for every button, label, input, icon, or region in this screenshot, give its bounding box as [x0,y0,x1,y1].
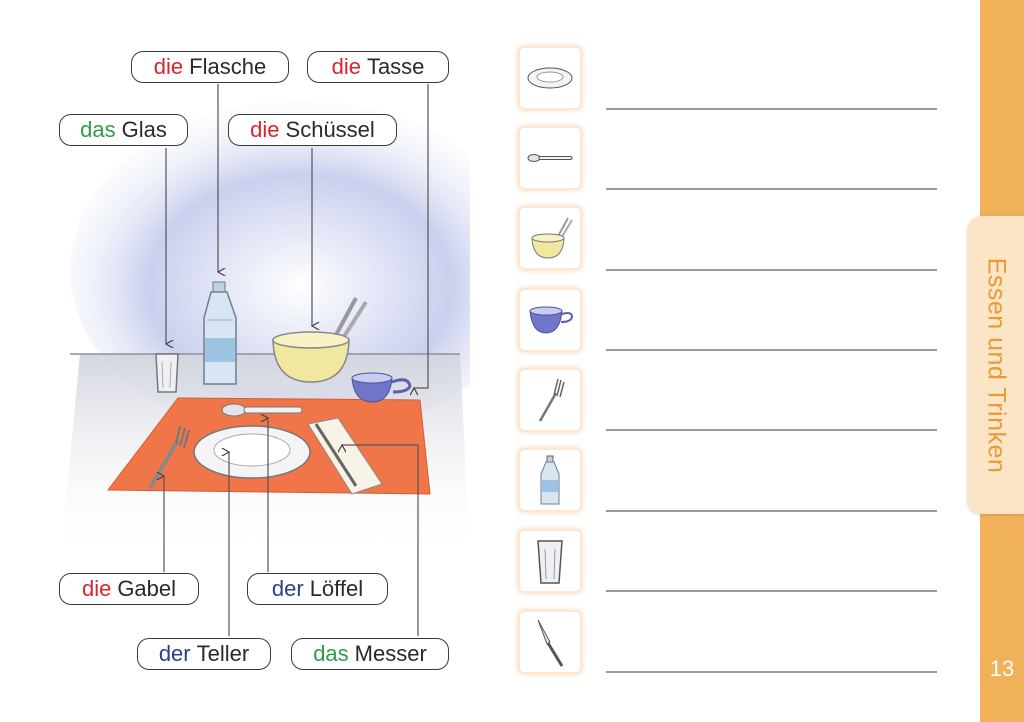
article-der: der [271,576,304,601]
label-teller: der Teller [137,638,271,670]
noun-teller: Teller [196,641,250,666]
answer-line[interactable] [606,108,937,110]
label-glas: das Glas [59,114,188,146]
plate-icon [527,67,573,89]
knife-icon [537,619,564,667]
article-die: die [250,117,280,142]
answer-line[interactable] [606,188,937,190]
napkin-with-knife [307,417,383,495]
answer-line[interactable] [606,349,937,351]
label-flasche: die Flasche [131,51,289,83]
label-loeffel: der Löffel [247,573,388,605]
noun-gabel: Gabel [117,576,177,601]
plate [193,425,311,479]
article-die: die [153,54,184,79]
fork-icon [538,378,565,422]
article-die: die [331,54,361,79]
noun-schuessel: Schüssel [285,117,375,142]
leader-lines [164,84,429,636]
thumbnail-cup [520,290,580,350]
label-tasse: die Tasse [307,51,449,83]
spoon [221,403,303,417]
spoon-icon [527,154,573,162]
label-gabel: die Gabel [59,573,199,605]
glass [155,353,179,393]
page-number: 13 [989,656,1015,681]
chapter-title: Essen und Trinken [982,257,1011,473]
answer-line[interactable] [606,671,937,673]
bottle-icon [540,455,560,505]
answer-line[interactable] [606,269,937,271]
thumbnail-bottle [520,450,580,510]
noun-flasche: Flasche [189,54,267,79]
cup-icon [529,306,574,334]
glass-icon [537,540,563,584]
noun-messer: Messer [354,641,427,666]
article-das: das [80,117,116,142]
answer-line[interactable] [606,590,937,592]
noun-glas: Glas [121,117,167,142]
thumbnail-knife [520,612,580,672]
bottle [203,281,237,385]
label-schuessel: die Schüssel [228,114,397,146]
fork [148,425,190,490]
table-setting-illustration [60,84,470,636]
thumbnail-spoon [520,128,580,188]
article-die: die [81,576,112,601]
bowl [272,297,368,383]
answer-line[interactable] [606,510,937,512]
noun-loeffel: Löffel [309,576,364,601]
noun-tasse: Tasse [366,54,425,79]
cup [351,372,412,403]
answer-line[interactable] [606,429,937,431]
thumbnail-plate [520,48,580,108]
bowl-icon [531,217,573,259]
article-das: das [313,641,349,666]
thumbnail-fork [520,370,580,430]
thumbnail-bowl [520,208,580,268]
article-der: der [158,641,191,666]
label-messer: das Messer [291,638,449,670]
chapter-tab: Essen und Trinken [968,216,1024,514]
thumbnail-glass [520,531,580,591]
